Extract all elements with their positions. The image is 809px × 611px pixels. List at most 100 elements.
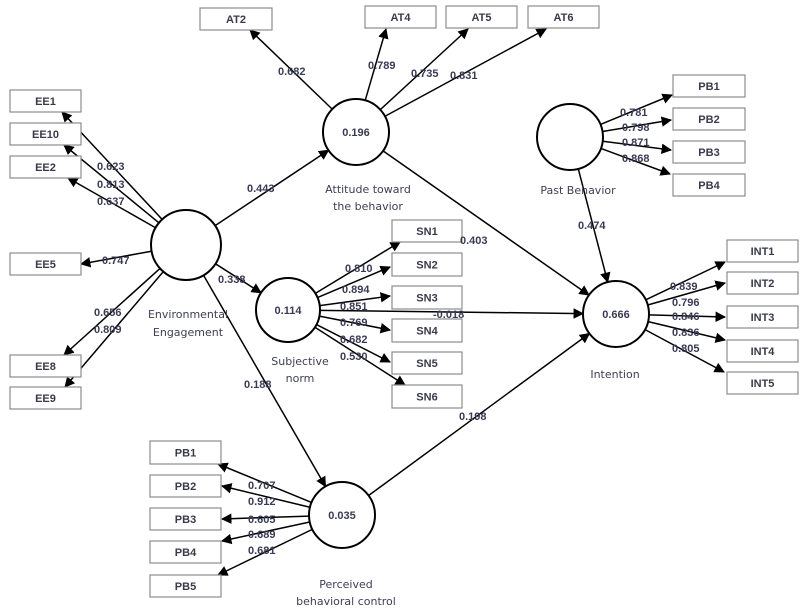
indicator-rect (726, 271, 799, 295)
indicator-rect (672, 74, 746, 98)
path-arrow-line (577, 168, 611, 284)
loading-arrow-line (220, 513, 310, 524)
path-at-to-int (382, 150, 590, 296)
construct-label: Engagement (153, 326, 224, 339)
construct-sn: 0.114 (255, 277, 321, 343)
loading-arrow (316, 323, 391, 363)
loading-arrow (319, 292, 392, 307)
loading-value: 0.871 (622, 137, 650, 149)
indicator-box-at-at5: AT5 (445, 5, 518, 29)
indicator-name: INT3 (751, 312, 775, 324)
indicator-rect (9, 354, 82, 378)
loading-value: 0.831 (450, 70, 478, 82)
path-arrow-line (214, 149, 330, 227)
indicator-rect (726, 239, 799, 263)
loading-value: 0.846 (672, 311, 700, 323)
r-squared-value: 0.035 (328, 510, 356, 522)
path-arrow-line (382, 150, 590, 296)
loading-arrow-line (379, 28, 469, 111)
indicator-name: EE10 (32, 129, 59, 141)
indicator-box-pb-pb3: PB3 (672, 140, 746, 164)
loading-value: 0.839 (670, 281, 698, 293)
indicator-rect (672, 173, 746, 197)
indicator-name: PB2 (698, 114, 719, 126)
indicator-box-at-at6: AT6 (527, 5, 600, 29)
indicator-rect (391, 285, 463, 310)
indicator-box-sn-sn4: SN4 (391, 318, 463, 343)
construct-pbc: 0.035 (308, 481, 376, 549)
indicator-name: PB5 (175, 581, 196, 593)
construct-circle (582, 280, 650, 348)
loading-arrow-line (384, 28, 547, 117)
construct-label: Past Behavior (540, 184, 616, 197)
indicator-rect (9, 89, 82, 113)
path-ee-to-at (214, 149, 330, 227)
loading-arrow-line (317, 265, 391, 299)
loading-value: 0.530 (340, 351, 368, 363)
indicator-box-at-at2: AT2 (199, 7, 273, 31)
loading-value: 0.810 (345, 263, 373, 275)
indicator-rect (9, 155, 82, 179)
loading-arrow (600, 93, 673, 126)
indicator-box-pb-pb4: PB4 (672, 173, 746, 197)
path-coefficient: 0.474 (578, 220, 606, 232)
indicator-box-int-int4: INT4 (726, 339, 799, 363)
indicator-name: AT6 (554, 12, 574, 24)
loading-arrow (644, 328, 725, 373)
loading-arrow (602, 116, 673, 133)
indicator-box-sn-sn1: SN1 (391, 219, 463, 243)
path-arrow-line (202, 274, 327, 488)
indicator-rect (9, 386, 82, 410)
loading-value: 0.789 (368, 60, 396, 72)
indicator-rect (672, 107, 746, 131)
indicator-box-ee-ee9: EE9 (9, 386, 82, 410)
indicator-box-pbc-pb3: PB3 (149, 507, 222, 531)
loading-value: 0.894 (342, 284, 370, 296)
loading-arrow-line (645, 261, 726, 301)
loading-arrow (648, 311, 727, 322)
indicator-name: SN1 (416, 226, 437, 238)
indicator-rect (149, 507, 222, 531)
indicator-box-int-int5: INT5 (726, 371, 799, 395)
indicator-rect (672, 140, 746, 164)
loading-value: 0.912 (248, 496, 276, 508)
loading-value: 0.689 (248, 529, 276, 541)
loading-arrow (647, 320, 727, 343)
indicator-box-sn-sn2: SN2 (391, 252, 463, 277)
loading-arrow (602, 140, 673, 155)
path-arrow-line (215, 263, 262, 294)
indicator-rect (391, 384, 463, 409)
loading-value: 0.796 (672, 297, 700, 309)
indicator-name: EE1 (35, 96, 56, 108)
indicator-rect (726, 371, 799, 395)
indicator-box-pbc-pb5: PB5 (149, 574, 222, 598)
indicator-box-ee-ee5: EE5 (9, 252, 82, 276)
indicator-name: PB1 (698, 81, 719, 93)
indicator-rect (149, 440, 222, 465)
indicator-box-int-int1: INT1 (726, 239, 799, 263)
indicator-box-ee-ee10: EE10 (9, 122, 82, 146)
r-squared-value: 0.114 (275, 305, 303, 317)
path-ee-to-sn (215, 263, 262, 294)
loading-value: 0.682 (340, 334, 368, 346)
indicator-name: EE2 (35, 162, 56, 174)
loading-value: 0.868 (622, 153, 650, 165)
loading-value: 0.798 (622, 122, 650, 134)
loading-value: 0.769 (340, 317, 368, 329)
indicator-name: AT4 (391, 12, 412, 24)
loading-value: 0.682 (278, 66, 306, 78)
indicator-name: PB2 (175, 481, 196, 493)
indicator-name: PB4 (175, 547, 197, 559)
indicator-rect (445, 5, 518, 29)
indicator-box-sn-sn5: SN5 (391, 351, 463, 375)
path-coefficient: 0.443 (247, 183, 275, 195)
loading-arrow (217, 528, 313, 576)
r-squared-value: 0.196 (342, 127, 370, 139)
indicator-name: PB3 (698, 147, 719, 159)
indicator-rect (149, 574, 222, 598)
path-coefficient: 0.188 (244, 379, 272, 391)
loading-value: 0.781 (620, 107, 648, 119)
indicator-box-sn-sn6: SN6 (391, 384, 463, 409)
indicator-box-pbc-pb2: PB2 (149, 474, 222, 498)
indicator-rect (149, 474, 222, 498)
